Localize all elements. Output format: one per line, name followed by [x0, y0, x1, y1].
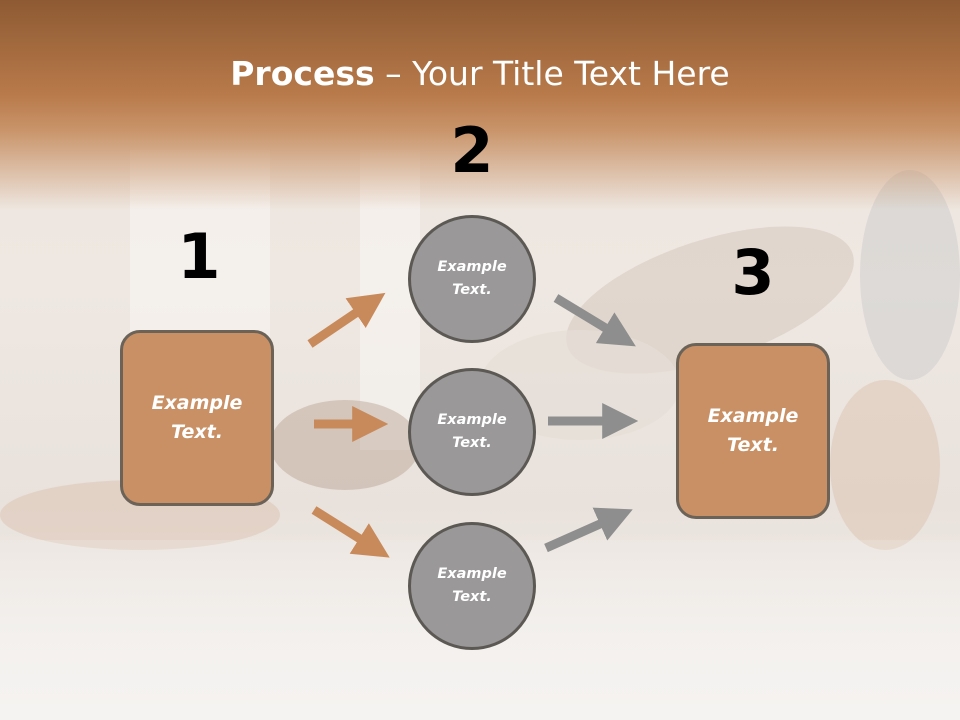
step-3-box-text: Example Text. — [707, 405, 799, 456]
step-2-circle-bottom[interactable]: Example Text. — [408, 522, 536, 650]
step-1-box-text: Example Text. — [151, 392, 243, 443]
step-2-circle-middle[interactable]: Example Text. — [408, 368, 536, 496]
arrow-1-to-2-top — [307, 292, 386, 348]
step-3-box[interactable]: Example Text. — [676, 343, 830, 519]
circle-text: Example Text. — [437, 412, 507, 451]
circle-text: Example Text. — [437, 259, 507, 298]
arrow-2-to-3-bottom — [544, 507, 633, 553]
background-figure — [830, 380, 940, 550]
step-2-number: 2 — [450, 114, 494, 187]
title-rest: – Your Title Text Here — [374, 54, 730, 93]
background-figure — [270, 400, 420, 490]
step-3-number: 3 — [731, 236, 775, 309]
step-2-circle-top[interactable]: Example Text. — [408, 215, 536, 343]
step-1-box[interactable]: Example Text. — [120, 330, 274, 506]
title-bold: Process — [230, 54, 375, 93]
step-1-number: 1 — [177, 220, 221, 293]
header-band — [0, 0, 960, 210]
arrow-1-to-2-bottom — [311, 506, 390, 558]
arrow-2-to-3-top — [553, 294, 636, 347]
circle-text: Example Text. — [437, 566, 507, 605]
slide-title: Process – Your Title Text Here — [0, 52, 960, 96]
